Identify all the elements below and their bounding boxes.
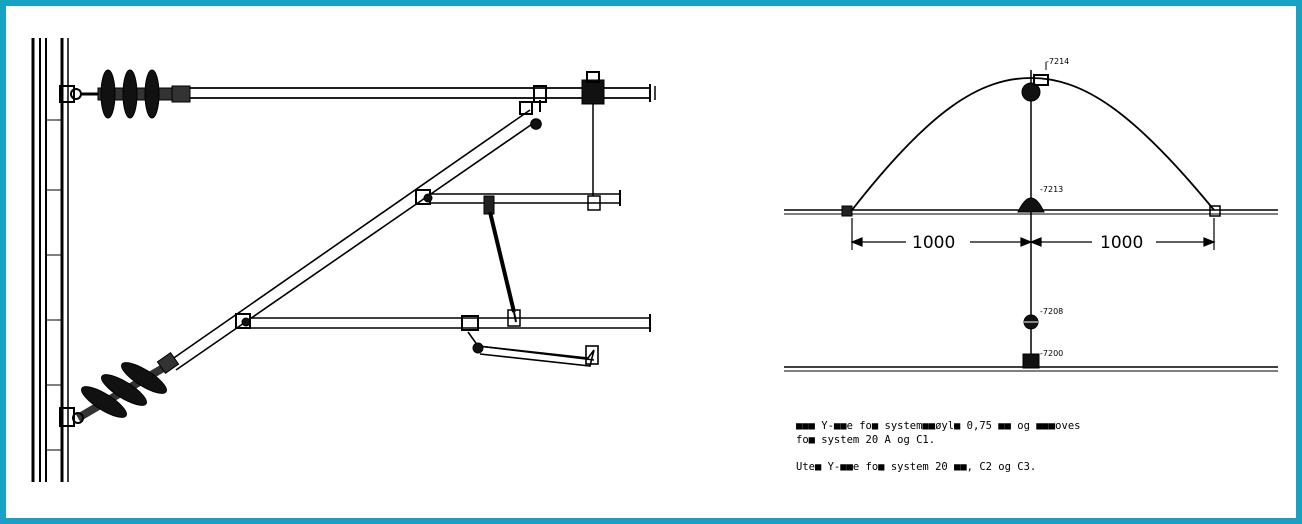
tag-bottom: -7200 [1040, 349, 1063, 358]
middle-arm [415, 189, 621, 215]
note-line-3: Ute■ Y-■■e fo■ system 20 ■■, C2 og C3. [796, 461, 1037, 473]
clamp-left [841, 205, 853, 217]
top-tube-fitting [533, 85, 547, 112]
dimension-line [850, 218, 1216, 250]
dimension-left-label: 1000 [912, 233, 955, 253]
top-tube [190, 84, 656, 102]
mast-bracket-bottom [59, 407, 84, 427]
dropper-link [488, 211, 517, 323]
fitting-mid [1017, 197, 1045, 213]
mast-bracket-top [59, 85, 100, 103]
bottom-arm [235, 309, 651, 367]
top-clamp [581, 71, 605, 196]
mast [31, 38, 69, 482]
insulator-top [97, 69, 191, 119]
clamp-right [1209, 205, 1221, 217]
tag-mid: -7213 [1040, 185, 1063, 194]
dimension-right-label: 1000 [1100, 233, 1143, 253]
diagonal-tube [167, 101, 542, 371]
fitting-low [1023, 314, 1039, 330]
fitting-bottom [1022, 353, 1040, 369]
tag-low: -7208 [1040, 307, 1063, 316]
note-line-1: ■■■ Y-■■e fo■ system■■øyl■ 0,75 ■■ og ■■… [796, 420, 1081, 432]
insulator-bottom [75, 351, 180, 422]
note-line-2: fo■ system 20 A og C1. [796, 434, 936, 446]
fitting-top [1021, 74, 1049, 102]
detail-view: 1000 1000 -7214 -7213 -7208 -7200 [784, 57, 1278, 372]
tag-top: -7214 [1046, 57, 1069, 66]
